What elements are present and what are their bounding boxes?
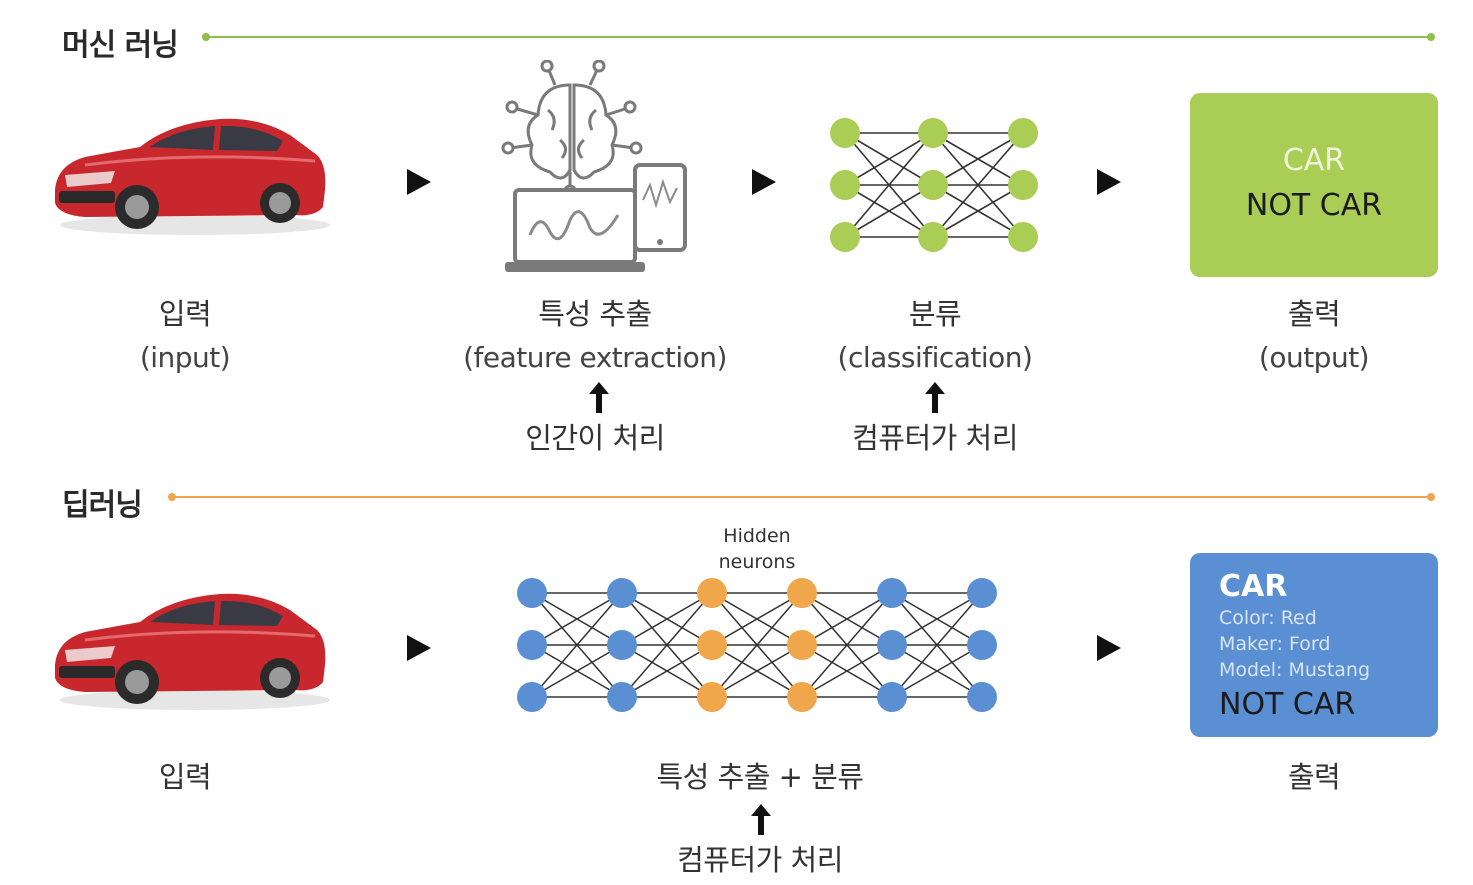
hidden-neuron [787,578,817,608]
ml-output-box: CAR NOT CAR [1190,93,1438,277]
neuron [607,578,637,608]
dl-output-box: CAR Color: Red Maker: Ford Model: Mustan… [1190,553,1438,737]
hidden-neuron [787,682,817,712]
neuron [877,578,907,608]
dl-arrow-2 [1097,635,1121,661]
dl-process-note: 컴퓨터가 처리 [677,843,843,877]
deep-neural-network-icon [510,575,1010,715]
neuron [517,630,547,660]
neuron [877,630,907,660]
network-edge [711,592,803,698]
network-edge [891,592,983,646]
dl-line-end-dot [1427,493,1435,501]
hidden-label-line2: neurons [718,551,796,573]
neuron [607,630,637,660]
neural-network-icon [825,115,1045,255]
ml-section-title: 머신 러닝 [62,28,179,63]
ml-classify-label: 분류 [908,297,962,331]
ml-classify-caption: 분류 (classification) [815,292,1055,380]
ml-arrow-2 [752,169,776,195]
hidden-neurons-label: Hidden neurons [697,523,817,575]
dl-output-model: Model: Mustang [1219,659,1371,681]
dl-output-car-text: CAR [1219,569,1288,604]
neuron [967,578,997,608]
dl-output-label: 출력 [1287,760,1341,794]
network-edge [711,592,803,646]
neuron [967,630,997,660]
hidden-label-line1: Hidden [723,525,791,547]
ml-input-label: 입력 [158,297,212,331]
ml-output-car-text: CAR [1282,143,1346,178]
dl-up-arrow-icon [748,802,774,840]
dl-section-title: 딥러닝 [62,488,143,523]
ml-feature-sub: (feature extraction) [463,341,727,374]
ml-classify-sub: (classification) [837,341,1033,374]
ml-output-caption: 출력 (output) [1214,292,1414,380]
network-edge [531,644,623,698]
ml-output-label: 출력 [1287,297,1341,331]
ml-input-car-image [45,95,335,245]
neuron [607,682,637,712]
ml-feature-label: 특성 추출 [538,297,652,331]
network-edge [801,644,893,698]
ml-input-sub: (input) [139,341,231,374]
dl-divider-line [172,496,1432,498]
ml-feature-up-arrow-icon [586,380,612,418]
network-edge [531,592,623,698]
neuron [967,682,997,712]
network-edge [621,592,713,698]
dl-arrow-1 [407,635,431,661]
ml-line-end-dot [1427,33,1435,41]
dl-process-label: 특성 추출 + 분류 [656,760,864,794]
ml-input-caption: 입력 (input) [85,292,285,380]
dl-output-maker: Maker: Ford [1219,633,1331,655]
neuron [517,578,547,608]
network-edge [801,592,893,698]
ml-classify-up-arrow-icon [922,380,948,418]
network-edge [621,644,713,698]
network-edge [891,644,983,698]
dl-output-notcar-text: NOT CAR [1219,687,1356,722]
neuron [517,682,547,712]
dl-input-label: 입력 [158,760,212,794]
ml-feature-caption: 특성 추출 (feature extraction) [445,292,745,380]
ml-output-notcar-text: NOT CAR [1245,188,1383,223]
dl-input-car-image [45,570,335,720]
ml-classify-note: 컴퓨터가 처리 [852,421,1018,455]
ml-arrow-1 [407,169,431,195]
ml-divider-line [206,36,1432,38]
ml-feature-note: 인간이 처리 [525,421,665,455]
network-edge [891,592,983,698]
neuron [877,682,907,712]
hidden-neuron [697,578,727,608]
network-edge [801,592,893,646]
dl-output-color: Color: Red [1219,607,1317,629]
hidden-neuron [697,630,727,660]
ml-arrow-3 [1097,169,1121,195]
network-edge [531,592,623,646]
ml-output-sub: (output) [1258,341,1370,374]
network-edge [621,592,713,646]
hidden-neuron [697,682,727,712]
brain-laptop-phone-icon [500,59,695,275]
network-edge [711,644,803,698]
hidden-neuron [787,630,817,660]
